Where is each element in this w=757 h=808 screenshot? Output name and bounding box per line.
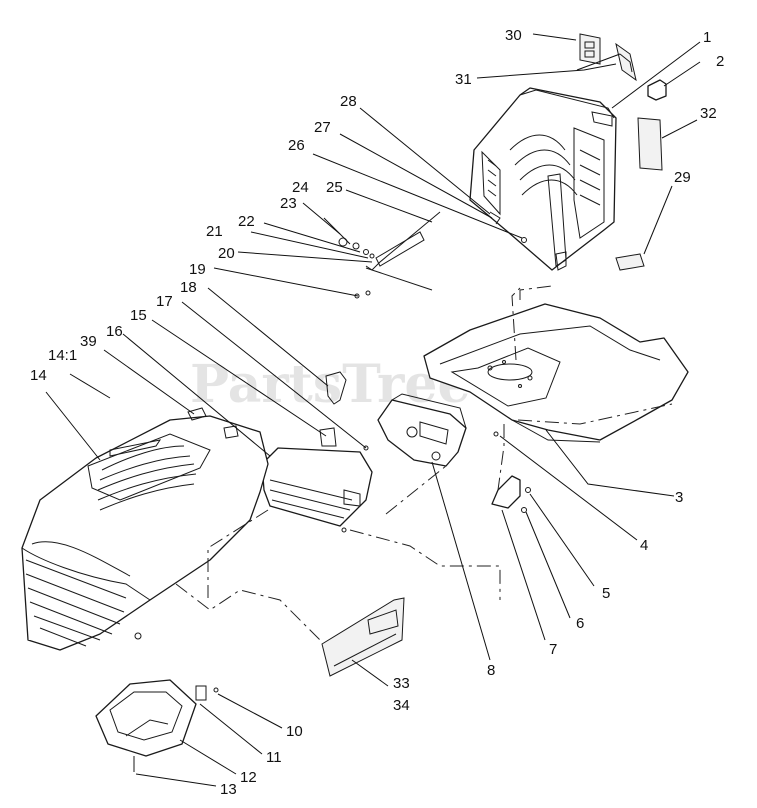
callout-labels: 1 2 3 4 5 6 7 8 10 11 12 13 14 14:1 15 1… xyxy=(30,27,724,798)
callout-39: 39 xyxy=(80,333,97,350)
callout-15: 15 xyxy=(130,307,147,324)
callout-22: 22 xyxy=(238,213,255,230)
callout-26: 26 xyxy=(288,137,305,154)
fuel-cup-part xyxy=(95,679,219,772)
callout-4: 4 xyxy=(640,537,648,554)
hood-part xyxy=(21,407,269,651)
callout-14: 14 xyxy=(30,367,47,384)
callout-34: 34 xyxy=(393,697,410,714)
callout-3: 3 xyxy=(675,489,683,506)
callout-30: 30 xyxy=(505,27,522,44)
callout-31: 31 xyxy=(455,71,472,88)
callout-32: 32 xyxy=(700,105,717,122)
callout-11: 11 xyxy=(266,749,282,766)
callout-29: 29 xyxy=(674,169,691,186)
callout-14-1: 14:1 xyxy=(48,347,77,364)
callout-6: 6 xyxy=(576,615,584,632)
callout-13: 13 xyxy=(220,781,237,798)
callout-28: 28 xyxy=(340,93,357,110)
callout-17: 17 xyxy=(156,293,173,310)
grille-part xyxy=(261,371,373,533)
callout-12: 12 xyxy=(240,769,257,786)
callout-7: 7 xyxy=(549,641,557,658)
mounting-bracket-part xyxy=(491,431,531,513)
callout-25: 25 xyxy=(326,179,343,196)
hood-bracket-part xyxy=(377,393,467,467)
leader-lines xyxy=(45,33,701,787)
callout-24: 24 xyxy=(292,179,309,196)
callout-21: 21 xyxy=(206,223,223,240)
dash-console-part xyxy=(469,87,617,271)
callout-20: 20 xyxy=(218,245,235,262)
watermark-text: PartsTree xyxy=(190,354,471,415)
callout-33: 33 xyxy=(393,675,410,692)
callout-2: 2 xyxy=(716,53,724,70)
callout-19: 19 xyxy=(189,261,206,278)
shift-lever-part xyxy=(338,211,527,299)
knob-part-2 xyxy=(647,79,667,101)
callout-23: 23 xyxy=(280,195,297,212)
callout-10: 10 xyxy=(286,723,303,740)
callout-18: 18 xyxy=(180,279,197,296)
footrest-pan-part xyxy=(423,303,689,443)
callout-27: 27 xyxy=(314,119,331,136)
callout-8: 8 xyxy=(487,662,495,679)
hood-decal-part xyxy=(321,597,405,677)
callout-16: 16 xyxy=(106,323,123,340)
decal-parts xyxy=(579,33,663,271)
callout-5: 5 xyxy=(602,585,610,602)
callout-1: 1 xyxy=(703,29,711,46)
